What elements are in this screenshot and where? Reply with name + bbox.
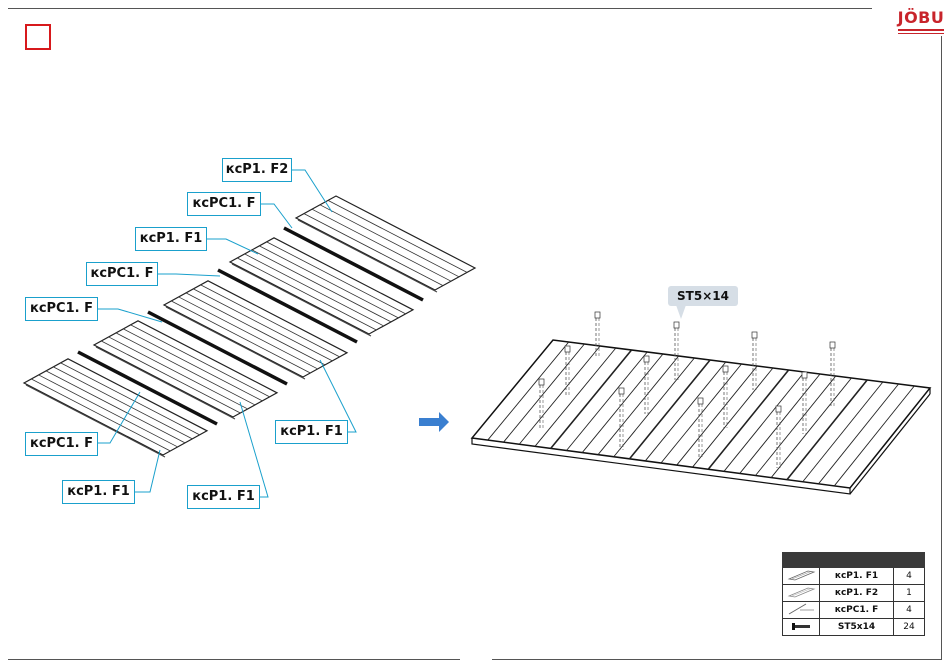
- right-arrow-icon: [419, 412, 449, 432]
- table-row: кcP1. F1 4: [783, 568, 925, 585]
- label-kcpc1-f-3: кcPC1. F: [25, 297, 98, 321]
- part-qty: 1: [894, 585, 925, 602]
- connector-icon: [783, 602, 820, 619]
- label-kcpc1-f-1: кcPC1. F: [187, 192, 261, 216]
- header-image: [783, 553, 820, 568]
- table-row: ST5x14 24: [783, 619, 925, 636]
- table-row: кcPC1. F 4: [783, 602, 925, 619]
- part-code: кcP1. F1: [820, 568, 894, 585]
- part-qty: 4: [894, 568, 925, 585]
- label-kcp1-f1-1: кcP1. F1: [135, 227, 207, 251]
- screw-icon: [783, 619, 820, 636]
- panel-icon: [783, 568, 820, 585]
- label-kcpc1-f-2: кcPC1. F: [86, 262, 158, 286]
- assembled-floor-drawing: [472, 312, 930, 494]
- part-code: ST5x14: [820, 619, 894, 636]
- screw-callout: ST5×14: [668, 286, 738, 306]
- table-row: кcP1. F2 1: [783, 585, 925, 602]
- parts-table-header: [783, 553, 925, 568]
- panel-icon: [783, 585, 820, 602]
- parts-table: кcP1. F1 4 кcP1. F2 1 кcPC1. F 4 ST5x14 …: [782, 552, 925, 636]
- header-qty: [894, 553, 925, 568]
- part-qty: 24: [894, 619, 925, 636]
- part-code: кcPC1. F: [820, 602, 894, 619]
- label-kcp1-f2: кcP1. F2: [222, 158, 292, 182]
- label-kcp1-f1-4: кcP1. F1: [187, 485, 260, 509]
- header-part: [820, 553, 894, 568]
- part-qty: 4: [894, 602, 925, 619]
- exploded-panels: [24, 196, 475, 457]
- label-kcp1-f1-3: кcP1. F1: [62, 480, 135, 504]
- part-code: кcP1. F2: [820, 585, 894, 602]
- label-kcpc1-f-4: кcPC1. F: [25, 432, 98, 456]
- label-kcp1-f1-2: кcP1. F1: [275, 420, 348, 444]
- screw-callout-pointer: [676, 305, 686, 319]
